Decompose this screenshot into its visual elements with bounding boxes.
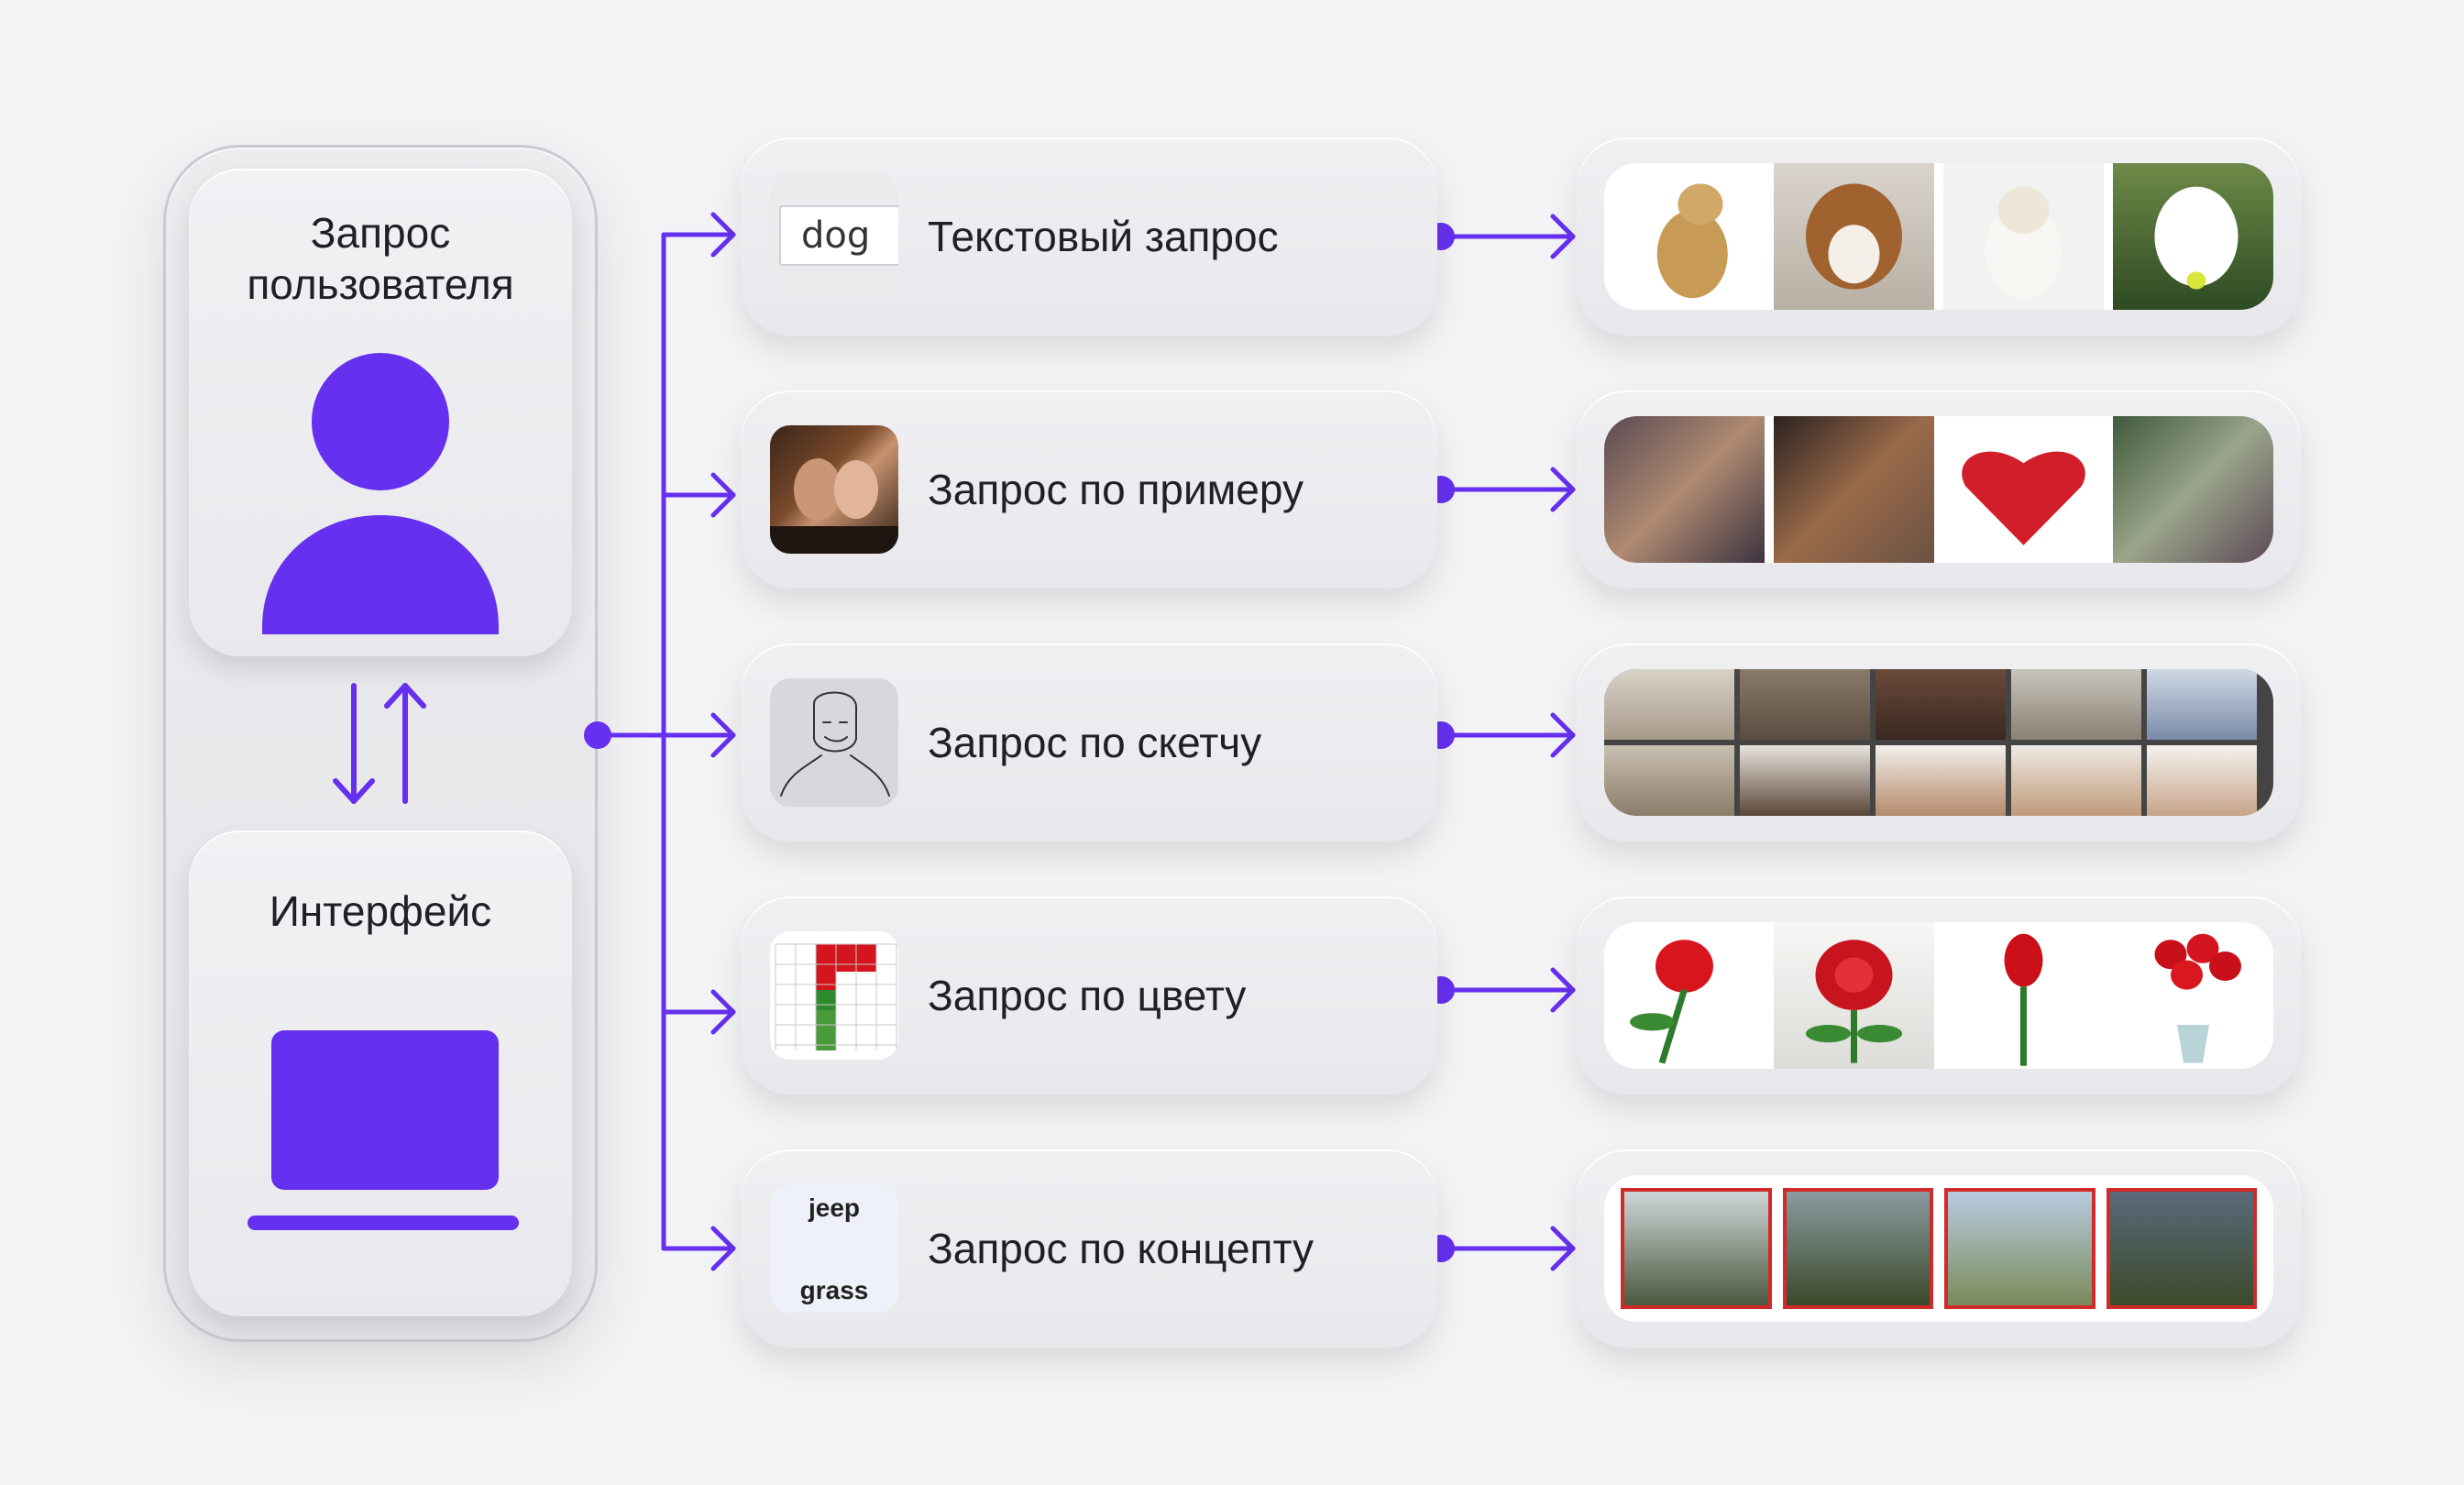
result-rose-1 <box>1604 922 1765 1069</box>
text-query-input-sample: dog <box>779 205 898 266</box>
user-query-title-line1: Запрос <box>310 209 451 257</box>
sketch-query-card: Запрос по скетчу <box>741 644 1437 842</box>
interface-card: Интерфейс <box>189 830 572 1316</box>
result-rose-4 <box>2113 922 2273 1069</box>
dog-results-strip <box>1604 163 2273 310</box>
up-down-arrows-icon <box>333 683 426 804</box>
rose-results-strip <box>1604 922 2273 1069</box>
result-poster-2 <box>1774 416 1934 563</box>
text-query-thumbnail: dog <box>770 172 898 301</box>
sketch-query-thumbnail <box>770 678 898 807</box>
example-query-label: Запрос по примеру <box>928 466 1304 513</box>
result-rose-3 <box>1943 922 2104 1069</box>
result-face-10 <box>2147 745 2257 816</box>
result-dog-4 <box>2113 163 2273 310</box>
example-query-card: Запрос по примеру <box>741 390 1437 588</box>
sketch-query-label: Запрос по скетчу <box>928 719 1262 766</box>
result-face-4 <box>2011 669 2141 740</box>
concept-word-1: jeep <box>808 1194 861 1222</box>
result-poster-4 <box>2113 416 2273 563</box>
result-dog-3 <box>1943 163 2104 310</box>
result-face-5 <box>2147 669 2257 740</box>
result-face-8 <box>1876 745 2006 816</box>
color-query-card: Запрос по цвету <box>741 896 1437 1094</box>
poster-results-strip <box>1604 416 2273 563</box>
color-query-label: Запрос по цвету <box>928 972 1247 1019</box>
face-results-strip <box>1604 669 2273 816</box>
concept-query-label: Запрос по концепту <box>928 1225 1314 1272</box>
sketch-query-results <box>1577 644 2301 842</box>
user-query-title: Запрос пользователя <box>189 207 572 310</box>
jeep-results-strip <box>1604 1175 2273 1322</box>
result-face-7 <box>1740 745 1870 816</box>
result-face-9 <box>2011 745 2141 816</box>
text-query-card: dog Текстовый запрос <box>741 138 1437 336</box>
text-query-results <box>1577 138 2301 336</box>
result-jeep-1 <box>1621 1188 1772 1309</box>
concept-query-card: jeep grass Запрос по концепту <box>741 1150 1437 1348</box>
result-poster-3 <box>1943 416 2104 563</box>
result-jeep-3 <box>1944 1188 2096 1309</box>
concept-query-thumbnail: jeep grass <box>770 1184 898 1313</box>
concept-query-results <box>1577 1150 2301 1348</box>
result-rose-2 <box>1774 922 1934 1069</box>
result-jeep-4 <box>2106 1188 2257 1309</box>
color-query-thumbnail <box>770 931 898 1060</box>
text-query-label: Текстовый запрос <box>928 213 1279 260</box>
result-face-1 <box>1604 669 1734 740</box>
laptop-icon <box>248 1030 519 1230</box>
interface-title: Интерфейс <box>269 887 492 935</box>
example-query-results <box>1577 390 2301 588</box>
example-query-thumbnail <box>770 425 898 554</box>
user-icon <box>262 353 499 634</box>
concept-word-2: grass <box>799 1276 869 1304</box>
result-face-3 <box>1876 669 2006 740</box>
result-face-6 <box>1604 745 1734 816</box>
result-poster-1 <box>1604 416 1765 563</box>
result-face-2 <box>1740 669 1870 740</box>
color-query-results <box>1577 896 2301 1094</box>
user-query-card: Запрос пользователя <box>189 169 572 656</box>
user-query-title-line2: пользователя <box>247 260 514 308</box>
result-jeep-2 <box>1782 1188 1933 1309</box>
result-dog-2 <box>1774 163 1934 310</box>
result-dog-1 <box>1604 163 1765 310</box>
